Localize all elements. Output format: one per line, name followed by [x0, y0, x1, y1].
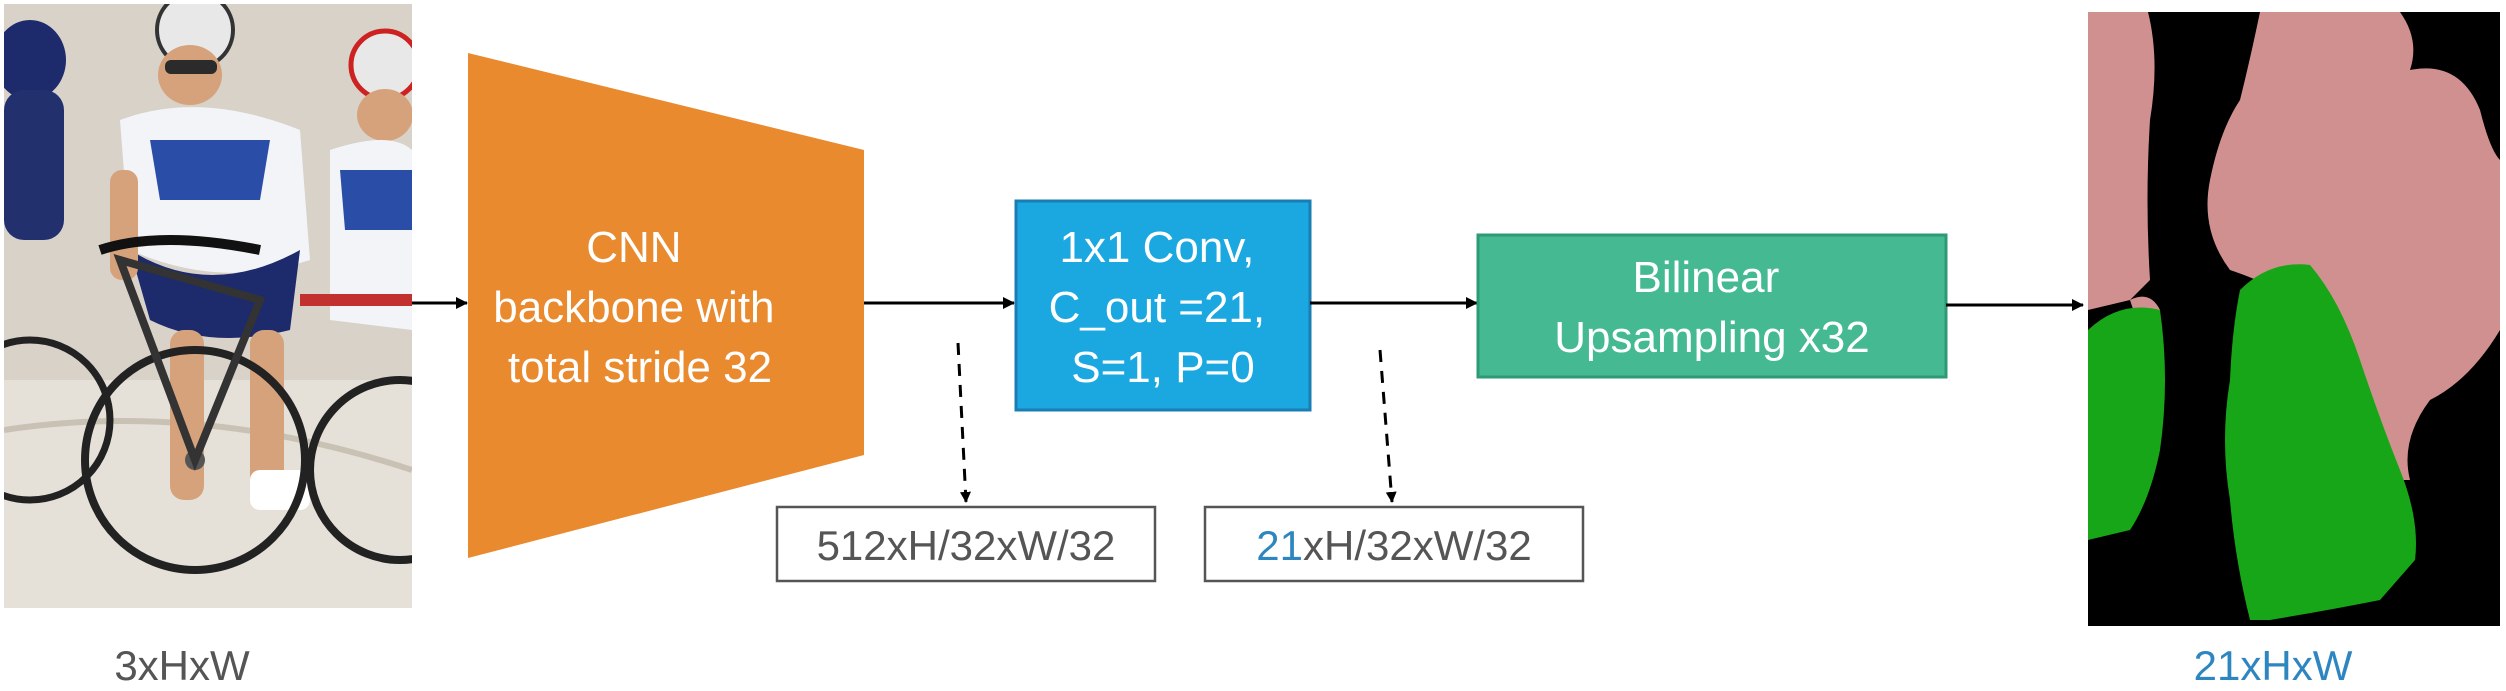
backbone-block — [468, 53, 864, 558]
dashed-arrow-backbone-output — [956, 342, 971, 503]
input-shape-label: 3xHxW — [114, 642, 250, 686]
output-shape-label: 21xHxW — [2194, 642, 2353, 686]
input-image — [4, 4, 412, 608]
upsample-block — [1476, 233, 1948, 379]
backbone-label-line-1: CNN — [586, 223, 681, 272]
backbone-output-label: 512xH/32xW/32 — [817, 522, 1116, 569]
conv-block — [1014, 199, 1312, 412]
backbone-output-box — [775, 505, 1157, 583]
upsample-label: Bilinear Upsampling x32 — [1554, 253, 1870, 362]
conv-output-label-highlight: 21 — [1256, 522, 1303, 569]
conv-label: 1x1 Conv, C_out =21, S=1, P=0 — [1049, 223, 1278, 392]
backbone-label-line-3: total stride 32 — [508, 343, 772, 392]
dashed-arrow-conv-output — [1378, 349, 1397, 503]
backbone-label-line-2: backbone with — [493, 283, 774, 332]
conv-output-box — [1203, 505, 1585, 583]
conv-label-line-2: C_out =21, — [1049, 283, 1266, 332]
conv-label-line-1: 1x1 Conv, — [1059, 223, 1254, 272]
upsample-label-line-1: Bilinear — [1633, 253, 1780, 302]
upsample-label-line-2: Upsampling x32 — [1554, 313, 1870, 362]
output-segmentation-mask — [2088, 12, 2500, 626]
conv-output-label-rest: xH/32xW/32 — [1303, 522, 1532, 569]
backbone-label: CNN backbone with total stride 32 — [493, 223, 787, 392]
conv-label-line-3: S=1, P=0 — [1071, 343, 1254, 392]
conv-output-label: 21xH/32xW/32 — [1256, 522, 1531, 569]
